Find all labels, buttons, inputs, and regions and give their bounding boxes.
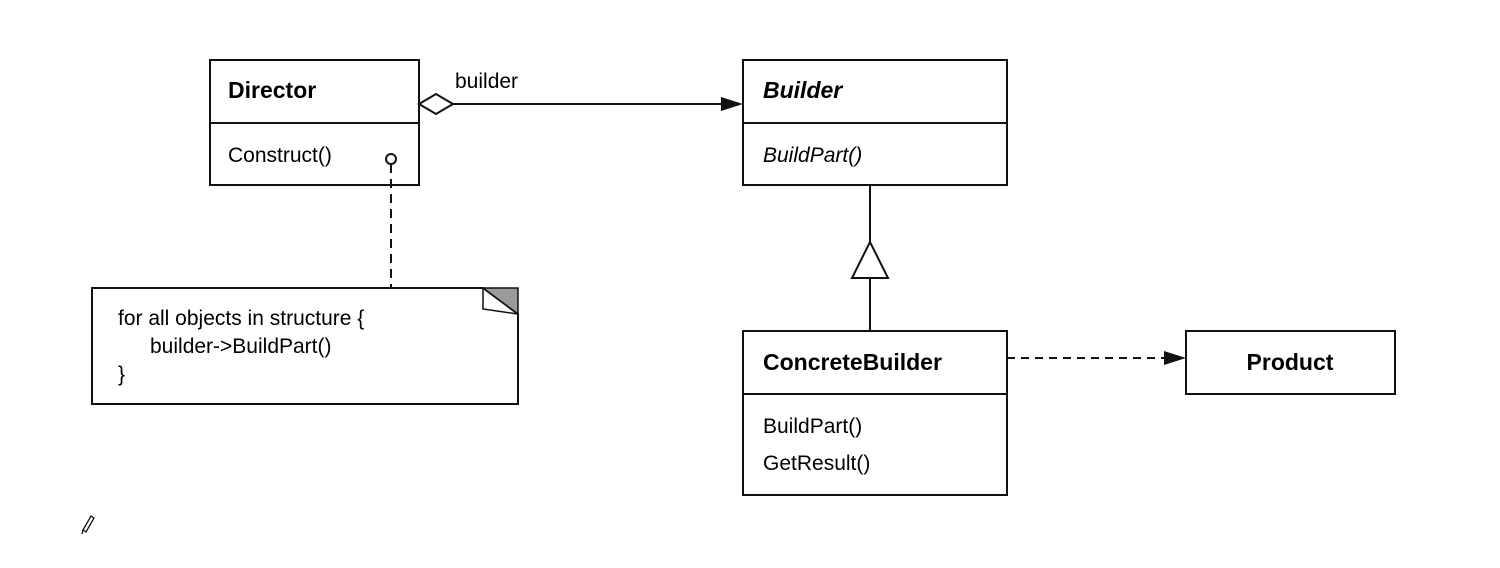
concretebuilder-op-getresult: GetResult() (763, 452, 870, 475)
arrowhead-filled-icon (721, 97, 743, 111)
pencil-icon (81, 515, 95, 535)
association-label-builder: builder (455, 70, 518, 93)
note-line-1: for all objects in structure { (118, 307, 364, 330)
builder-name: Builder (763, 77, 843, 103)
note-folded-corner-icon (480, 287, 519, 316)
note-line-2: builder->BuildPart() (150, 335, 332, 358)
note-line-3: } (118, 363, 125, 386)
director-class: Director Construct() (209, 59, 420, 186)
builder-class: Builder BuildPart() (742, 59, 1008, 186)
concretebuilder-class: ConcreteBuilder BuildPart() GetResult() (742, 330, 1008, 496)
product-class: Product (1185, 330, 1396, 395)
concretebuilder-name: ConcreteBuilder (763, 349, 942, 375)
note-fold-edge (482, 288, 519, 315)
builder-op-buildpart: BuildPart() (763, 144, 862, 167)
director-name: Director (228, 77, 316, 103)
product-box (1185, 330, 1396, 395)
concretebuilder-op-buildpart: BuildPart() (763, 415, 862, 438)
pseudocode-note: for all objects in structure { builder->… (91, 287, 519, 405)
director-op-construct: Construct() (228, 144, 332, 167)
inheritance-triangle-icon (850, 239, 890, 279)
note-connector (385, 153, 397, 288)
generalization-concretebuilder-builder (850, 185, 890, 331)
note-anchor-circle-icon (385, 153, 397, 165)
aggregation-director-builder: builder (417, 70, 743, 116)
note-box (91, 287, 519, 405)
dependency-concretebuilder-product (1007, 351, 1186, 365)
product-name: Product (1247, 349, 1334, 375)
concretebuilder-box (742, 330, 1008, 496)
arrowhead-filled-icon (1164, 351, 1186, 365)
aggregation-diamond-icon (417, 92, 455, 116)
